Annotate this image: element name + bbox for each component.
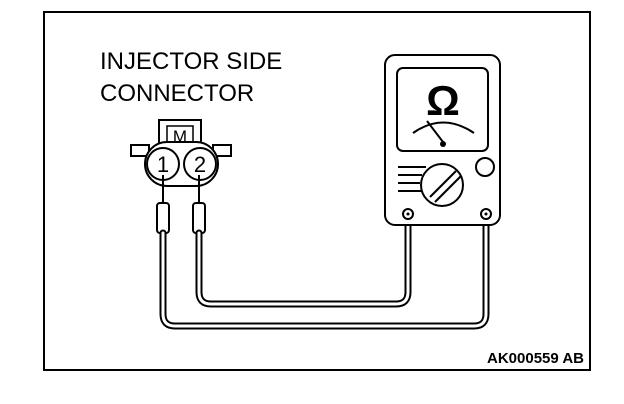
test-lead-inner	[195, 210, 412, 308]
pin-2-label: 2	[194, 152, 206, 177]
meter-needle	[426, 120, 444, 143]
ohm-symbol: Ω	[426, 77, 460, 124]
ohmmeter-icon: Ω	[384, 54, 501, 226]
meter-scale-arc	[412, 121, 475, 134]
zero-adjust-button	[475, 157, 495, 177]
pin-1-label: 1	[157, 152, 169, 177]
test-lead-outer	[159, 210, 490, 330]
injector-connector: M 1 2	[130, 119, 232, 187]
figure-code: AK000559 AB	[487, 350, 584, 367]
title-line-1: INJECTOR SIDE	[100, 48, 282, 75]
figure-frame	[43, 11, 591, 371]
meter-display	[396, 67, 489, 152]
title-line-2: CONNECTOR	[100, 80, 254, 107]
